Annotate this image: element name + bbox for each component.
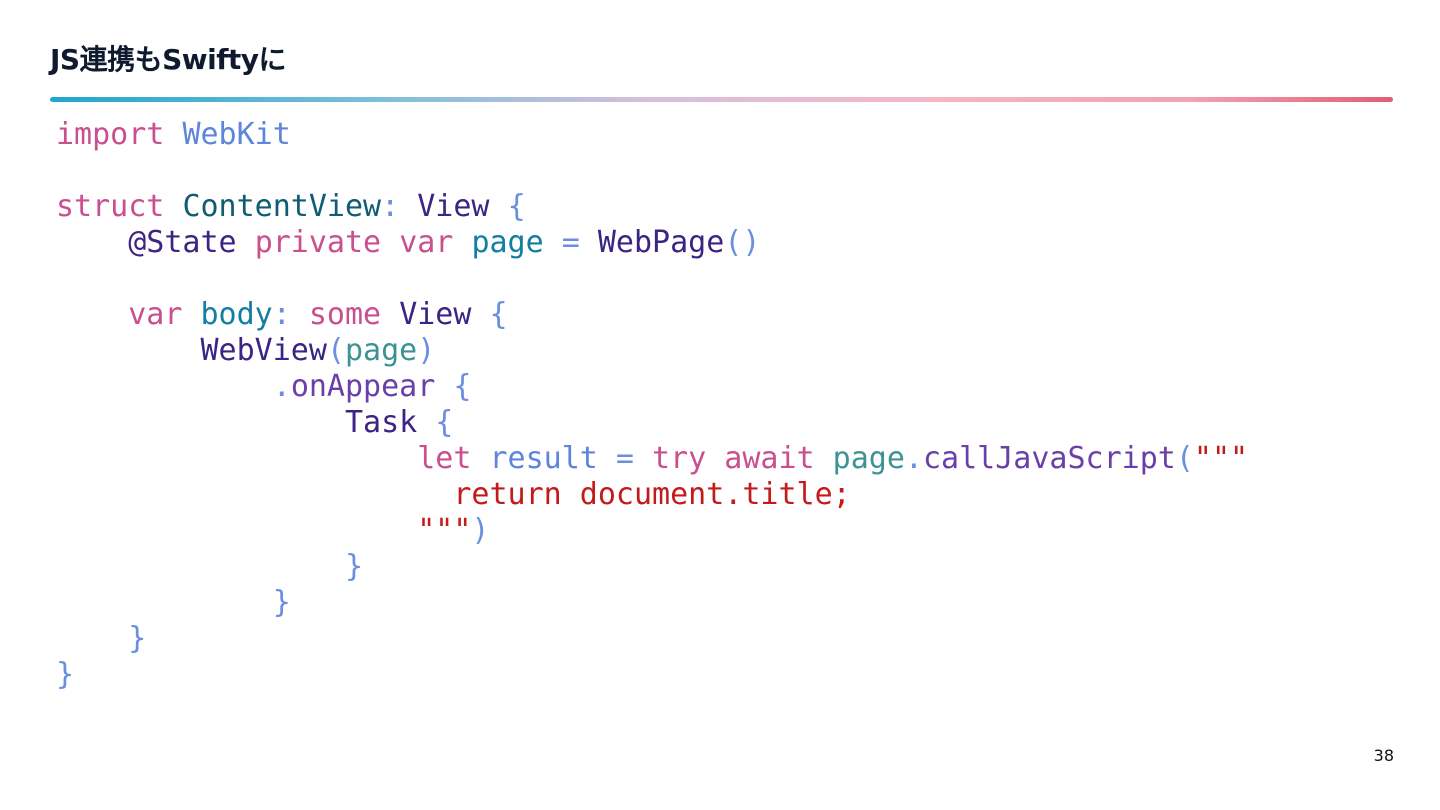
code-token: WebPage	[597, 225, 725, 260]
code-line: }	[56, 585, 1248, 621]
code-line	[56, 153, 1248, 189]
code-token	[56, 477, 453, 512]
code-line: """)	[56, 513, 1248, 549]
code-token: .	[272, 369, 291, 404]
code-token: some	[308, 297, 382, 332]
code-token: .	[904, 441, 923, 476]
code-token: import	[56, 117, 165, 152]
code-token: WebKit	[182, 117, 291, 152]
code-token	[56, 405, 345, 440]
code-line: import WebKit	[56, 117, 1248, 153]
code-line: var body: some View {	[56, 297, 1248, 333]
code-token: result	[489, 441, 598, 476]
code-token: View	[417, 189, 490, 224]
slide-title: JS連携もSwiftyに	[50, 43, 287, 76]
code-token	[182, 297, 200, 332]
code-line: }	[56, 621, 1248, 657]
code-token: let	[417, 441, 472, 476]
code-token: """	[417, 513, 472, 548]
code-line: return document.title;	[56, 477, 1248, 513]
code-token	[471, 297, 489, 332]
code-token: }	[128, 621, 147, 656]
code-token	[291, 297, 309, 332]
code-token	[164, 189, 182, 224]
code-token: View	[399, 297, 472, 332]
code-line: }	[56, 549, 1248, 585]
code-token: page	[471, 225, 544, 260]
code-token: {	[507, 189, 526, 224]
code-token	[417, 405, 435, 440]
code-token: onAppear	[290, 369, 436, 404]
code-line: let result = try await page.callJavaScri…	[56, 441, 1248, 477]
code-token	[471, 441, 489, 476]
code-token	[56, 513, 417, 548]
code-token	[56, 585, 273, 620]
code-token	[381, 297, 399, 332]
code-line: struct ContentView: View {	[56, 189, 1248, 225]
code-token	[706, 441, 724, 476]
code-token	[490, 189, 508, 224]
code-token	[56, 333, 201, 368]
code-token: (	[1175, 441, 1194, 476]
code-line	[56, 261, 1248, 297]
code-token: var	[399, 225, 454, 260]
code-token: struct	[56, 189, 165, 224]
code-token	[56, 441, 417, 476]
code-token	[598, 441, 616, 476]
code-token	[164, 117, 182, 152]
code-line: Task {	[56, 405, 1248, 441]
code-token: page	[832, 441, 905, 476]
code-token: private	[254, 225, 382, 260]
page-number: 38	[1373, 746, 1394, 765]
code-token: }	[56, 657, 75, 692]
code-token: {	[453, 369, 472, 404]
code-token: }	[344, 549, 364, 584]
code-token	[56, 549, 345, 584]
code-token: Task	[344, 405, 418, 440]
code-token	[56, 369, 273, 404]
code-token: ContentView	[182, 189, 382, 224]
code-token	[634, 441, 652, 476]
code-token	[56, 225, 128, 260]
code-token: {	[489, 297, 508, 332]
code-line: WebView(page)	[56, 333, 1248, 369]
code-token	[580, 225, 598, 260]
code-token: body	[200, 297, 273, 332]
code-token	[815, 441, 833, 476]
code-token: =	[615, 441, 634, 476]
code-token: )	[417, 333, 436, 368]
code-token: callJavaScript	[922, 441, 1176, 476]
code-token: var	[128, 297, 183, 332]
code-token	[453, 225, 471, 260]
code-token	[399, 189, 417, 224]
code-token: page	[345, 333, 418, 368]
code-token: }	[272, 585, 291, 620]
code-line: @State private var page = WebPage()	[56, 225, 1248, 261]
code-line: .onAppear {	[56, 369, 1248, 405]
code-token: =	[561, 225, 580, 260]
code-token: :	[381, 189, 400, 224]
code-token: return document.title;	[453, 477, 851, 512]
code-token	[56, 621, 128, 656]
code-token: try	[652, 441, 707, 476]
code-token: (	[326, 333, 345, 368]
code-token	[237, 225, 255, 260]
code-line: }	[56, 657, 1248, 693]
code-token	[544, 225, 562, 260]
code-token: ()	[724, 225, 761, 260]
code-token: @State	[128, 225, 237, 260]
code-token: )	[471, 513, 490, 548]
code-token: await	[724, 441, 815, 476]
code-token: {	[435, 405, 454, 440]
code-token	[381, 225, 399, 260]
code-token: WebView	[200, 333, 327, 368]
code-token: :	[272, 297, 291, 332]
code-token: """	[1193, 441, 1249, 476]
title-underline-divider	[50, 97, 1393, 102]
code-token	[435, 369, 453, 404]
code-token	[56, 297, 128, 332]
